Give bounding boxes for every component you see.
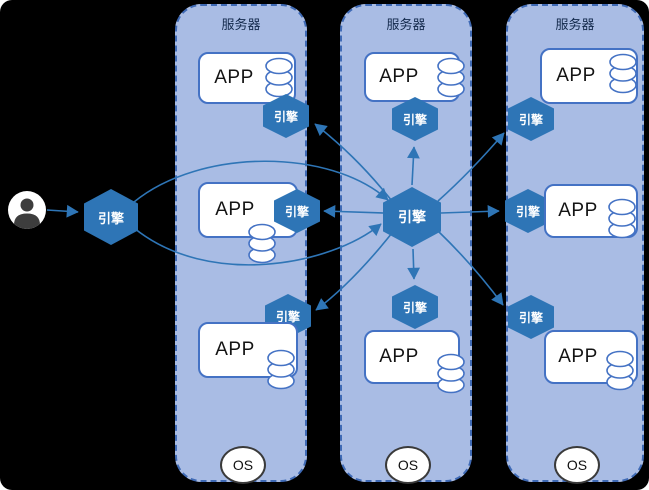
person-icon — [14, 198, 40, 229]
server-title: 服务器 — [555, 17, 595, 32]
server-title: 服务器 — [386, 17, 426, 32]
user-avatar — [8, 191, 46, 229]
arrow-hub-to-s1-mid-engine — [323, 204, 385, 218]
app-label: APP — [215, 339, 255, 360]
app-label: APP — [379, 66, 419, 87]
server-title: 服务器 — [221, 17, 261, 32]
engine-label: 引擎 — [275, 309, 300, 324]
database-icon — [606, 350, 634, 391]
database-icon — [437, 353, 465, 394]
arrow-hub-to-s3-mid-engine — [440, 204, 500, 218]
database-icon — [248, 223, 276, 264]
database-icon — [609, 53, 637, 94]
arrow-hub-to-s2-bottom-engine — [407, 248, 421, 280]
engine-label: 引擎 — [402, 300, 427, 315]
arrow-gateway-to-hub-upper — [133, 160, 389, 203]
engine-label: 引擎 — [515, 204, 540, 219]
app-label: APP — [215, 199, 255, 220]
app-label: APP — [558, 200, 598, 221]
arrow-hub-to-s3-bottom-engine — [437, 230, 504, 306]
engine-label: 引擎 — [518, 310, 543, 325]
engine-label: 引擎 — [518, 112, 543, 127]
database-icon — [267, 349, 295, 390]
database-icon — [437, 57, 465, 98]
os-badge: OS — [554, 446, 600, 484]
engine-label: 引擎 — [284, 204, 309, 219]
app-label: APP — [214, 67, 254, 88]
engine-label: 引擎 — [402, 112, 427, 127]
database-icon — [265, 57, 293, 98]
arrow-hub-to-s1-bottom-engine — [315, 232, 393, 311]
engine-label: 引擎 — [398, 209, 426, 225]
database-icon — [608, 198, 636, 239]
app-label: APP — [556, 65, 596, 86]
arrow-gateway-to-hub-lower — [133, 223, 382, 266]
app-label: APP — [379, 346, 419, 367]
engine-label: 引擎 — [97, 210, 124, 226]
arrow-hub-to-s2-top-engine — [407, 146, 420, 186]
arrow-user-to-gateway — [46, 204, 79, 218]
engine-label: 引擎 — [273, 109, 298, 124]
arrow-hub-to-s3-top-engine — [437, 132, 505, 202]
os-badge: OS — [220, 446, 266, 484]
app-label: APP — [558, 346, 598, 367]
s1-app2-box: APP — [198, 182, 298, 238]
os-badge: OS — [385, 446, 431, 484]
arrow-hub-to-s1-top-engine — [314, 123, 393, 202]
